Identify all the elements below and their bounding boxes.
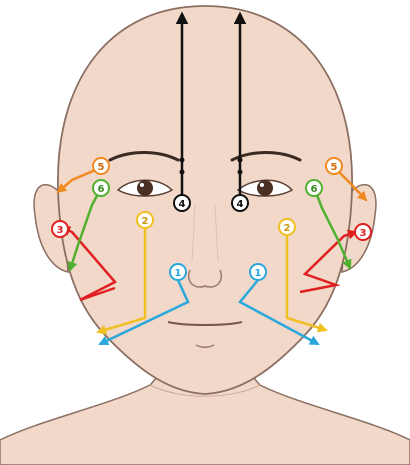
marker-3-left: 3 [52,221,68,237]
marker-2-right: 2 [279,219,295,235]
marker-6-left: 6 [93,180,109,196]
marker-1-right: 1 [250,264,266,280]
marker-2-left: 2 [137,212,153,228]
marker-5-right: 5 [326,158,342,174]
marker-6-right: 6 [306,180,322,196]
marker-1-left: 1 [170,264,186,280]
marker-2-right-label: 2 [284,223,291,234]
marker-4-left-label: 4 [179,199,186,210]
marker-6-right-label: 6 [311,184,318,195]
marker-1-left-label: 1 [175,268,182,279]
marker-5-right-label: 5 [331,162,338,173]
marker-5-left: 5 [93,158,109,174]
marker-3-left-label: 3 [57,225,64,236]
marker-4-right-label: 4 [237,199,244,210]
head-outline [58,6,352,394]
marker-6-left-label: 6 [98,184,105,195]
marker-2-left-label: 2 [142,216,149,227]
marker-4-right: 4 [232,195,248,211]
marker-4-left: 4 [174,195,190,211]
marker-3-right-label: 3 [360,228,367,239]
marker-5-left-label: 5 [98,162,105,173]
marker-3-right: 3 [355,224,371,240]
marker-1-right-label: 1 [255,268,262,279]
